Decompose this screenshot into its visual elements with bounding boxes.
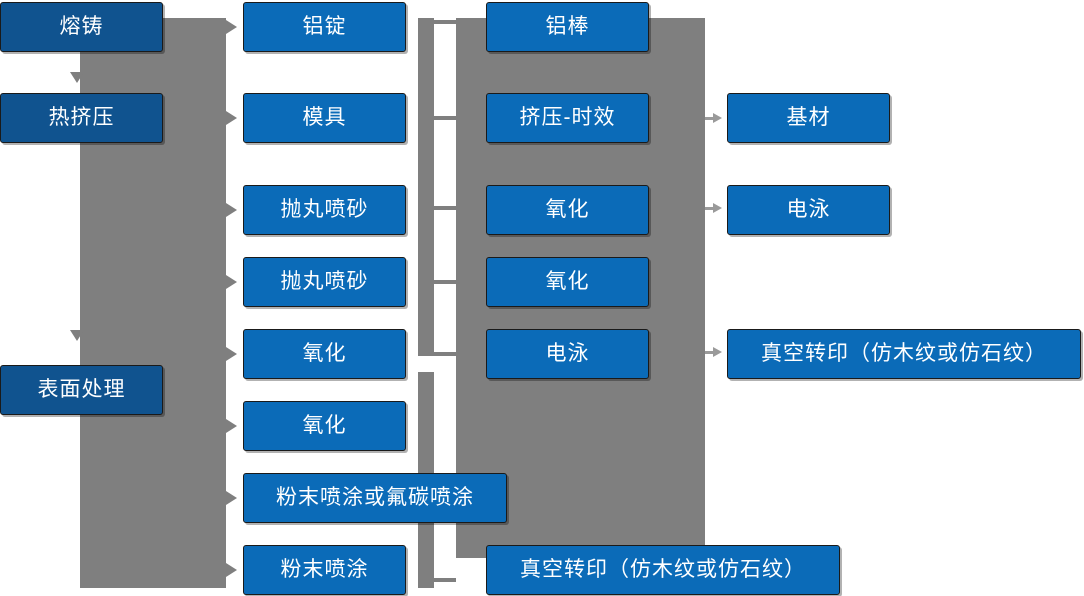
arrow-to-shot-blasting-2 (226, 275, 237, 289)
process-box-electrophoresis-1[interactable]: 电泳 (486, 329, 649, 379)
arrow-to-vacuum-transfer-right (713, 347, 722, 357)
process-box-mould[interactable]: 模具 (243, 93, 406, 143)
process-label-vacuum-transfer-bottom: 真空转印（仿木纹或仿石纹） (520, 558, 806, 582)
process-box-oxidation-1[interactable]: 氧化 (243, 329, 406, 379)
stem-to-base-material (705, 117, 715, 120)
mask-left-middle (0, 146, 80, 362)
process-label-oxidation-3: 氧化 (545, 198, 590, 222)
arrow-to-aluminum-ingot (226, 20, 237, 34)
process-label-vacuum-transfer-right: 真空转印（仿木纹或仿石纹） (761, 342, 1047, 366)
arrow-to-shot-blasting-1 (226, 203, 237, 217)
process-label-base-material: 基材 (786, 106, 831, 130)
arrow-to-oxidation-2 (226, 419, 237, 433)
process-label-extrusion-aging: 挤压-时效 (519, 106, 616, 130)
stem-to-electrophoresis-2 (705, 207, 715, 210)
process-box-oxidation-2[interactable]: 氧化 (243, 401, 406, 451)
process-label-oxidation-4: 氧化 (545, 270, 590, 294)
process-box-base-material[interactable]: 基材 (727, 93, 890, 143)
process-label-oxidation-1: 氧化 (302, 342, 347, 366)
process-label-shot-blasting-1: 抛丸喷砂 (280, 198, 369, 222)
arrow-to-powder-or-pvdf-coating (226, 491, 237, 505)
stage-label-surface-treatment: 表面处理 (37, 378, 126, 402)
arrow-to-powder-coating (226, 563, 237, 577)
process-box-shot-blasting-1[interactable]: 抛丸喷砂 (243, 185, 406, 235)
stage-box-melt-cast[interactable]: 熔铸 (0, 2, 163, 52)
connector-mid-link-6 (434, 578, 456, 582)
connector-mid-link-1 (434, 20, 456, 24)
connector-mid-link-3 (434, 206, 456, 210)
arrow-to-oxidation-1 (226, 347, 237, 361)
process-box-shot-blasting-2[interactable]: 抛丸喷砂 (243, 257, 406, 307)
process-box-electrophoresis-2[interactable]: 电泳 (727, 185, 890, 235)
process-box-vacuum-transfer-right[interactable]: 真空转印（仿木纹或仿石纹） (727, 329, 1081, 379)
process-box-aluminum-bar[interactable]: 铝棒 (486, 2, 649, 52)
process-box-powder-coating[interactable]: 粉末喷涂 (243, 545, 406, 595)
process-label-shot-blasting-2: 抛丸喷砂 (280, 270, 369, 294)
stage-label-melt-cast: 熔铸 (59, 15, 104, 39)
stage-box-hot-extrusion[interactable]: 热挤压 (0, 93, 163, 143)
stem-to-vacuum-transfer-right (705, 351, 715, 354)
arrow-to-electrophoresis-2 (713, 203, 722, 213)
process-box-vacuum-transfer-bottom[interactable]: 真空转印（仿木纹或仿石纹） (486, 545, 840, 595)
connector-surface-stub (160, 360, 174, 363)
process-label-powder-or-pvdf-coating: 粉末喷涂或氟碳喷涂 (276, 486, 474, 510)
arrow-melt-to-extrusion (70, 72, 84, 83)
process-label-mould: 模具 (302, 106, 347, 130)
process-box-aluminum-ingot[interactable]: 铝锭 (243, 2, 406, 52)
connector-mid-link-4 (434, 280, 456, 284)
process-box-oxidation-4[interactable]: 氧化 (486, 257, 649, 307)
connector-mid-link-2 (434, 116, 456, 120)
process-label-electrophoresis-2: 电泳 (786, 198, 831, 222)
connector-mid-link-5 (434, 352, 456, 356)
arrow-extrusion-to-surface (70, 330, 84, 341)
arrow-to-mould (226, 111, 237, 125)
process-box-extrusion-aging[interactable]: 挤压-时效 (486, 93, 649, 143)
arrow-to-base-material (713, 113, 722, 123)
process-label-oxidation-2: 氧化 (302, 414, 347, 438)
process-label-powder-coating: 粉末喷涂 (280, 558, 369, 582)
stage-box-surface-treatment[interactable]: 表面处理 (0, 365, 163, 415)
connector-mid-bar-upper (418, 18, 434, 356)
process-label-electrophoresis-1: 电泳 (545, 342, 590, 366)
stage-label-hot-extrusion: 热挤压 (48, 106, 115, 130)
process-box-powder-or-pvdf-coating[interactable]: 粉末喷涂或氟碳喷涂 (243, 473, 507, 523)
process-label-aluminum-bar: 铝棒 (545, 15, 590, 39)
process-label-aluminum-ingot: 铝锭 (302, 15, 347, 39)
process-box-oxidation-3[interactable]: 氧化 (486, 185, 649, 235)
